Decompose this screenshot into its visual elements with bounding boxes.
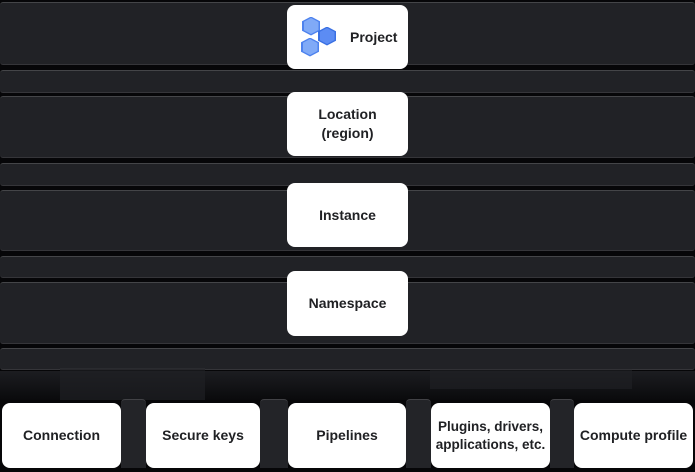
- plugins-label-line1: Plugins, drivers,: [437, 418, 544, 434]
- hexagon-shape: [318, 26, 336, 46]
- plugins-label-line2: applications, etc.: [435, 436, 546, 452]
- instance-label: Instance: [319, 206, 376, 223]
- pipelines-label: Pipelines: [316, 427, 378, 443]
- connector-shadow: [60, 368, 205, 400]
- compute-profile-node: Compute profile: [574, 403, 693, 468]
- secure-keys-label: Secure keys: [162, 427, 244, 443]
- gap-tab: [121, 399, 146, 468]
- gap-tab: [550, 399, 574, 468]
- gap-tab: [406, 399, 431, 468]
- secure-keys-node: Secure keys: [146, 403, 260, 468]
- namespace-node: Namespace: [287, 271, 408, 336]
- namespace-label: Namespace: [308, 295, 387, 311]
- row-gap-band: [0, 348, 695, 370]
- cloud-data-fusion-hexagons-icon: [301, 16, 337, 58]
- plugins-node: Plugins, drivers, applications, etc.: [431, 403, 550, 468]
- location-label-line2: (region): [321, 125, 374, 141]
- connection-label: Connection: [23, 427, 100, 443]
- location-node: Location (region): [287, 92, 408, 156]
- project-node: Project: [287, 5, 408, 69]
- connection-node: Connection: [2, 403, 121, 468]
- project-label: Project: [350, 28, 398, 45]
- hexagon-shape: [302, 16, 320, 36]
- gap-tab: [260, 399, 288, 468]
- instance-node: Instance: [287, 183, 408, 247]
- compute-profile-label: Compute profile: [579, 427, 688, 443]
- hexagon-shape: [301, 37, 319, 57]
- pipelines-node: Pipelines: [288, 403, 406, 468]
- connector-shadow: [430, 369, 632, 389]
- location-label-line1: Location: [318, 106, 377, 122]
- row-gap-band: [0, 70, 695, 93]
